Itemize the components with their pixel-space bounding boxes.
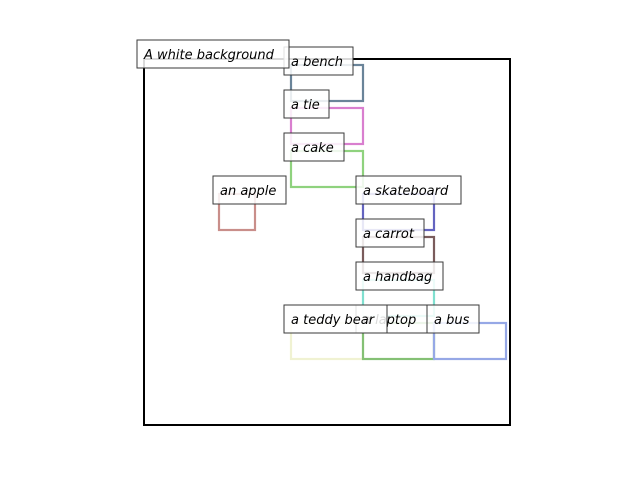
label-text-teddy-bear: a teddy bear bbox=[291, 313, 376, 328]
label-text-cake: a cake bbox=[291, 141, 334, 156]
caption-label: A white background bbox=[136, 39, 290, 69]
label-text-bench: a bench bbox=[291, 55, 343, 70]
label-text-tie: a tie bbox=[291, 98, 320, 113]
label-carrot: a carrot bbox=[355, 218, 425, 248]
label-tie: a tie bbox=[283, 89, 330, 119]
label-bench: a bench bbox=[283, 46, 354, 76]
label-apple: an apple bbox=[212, 175, 287, 205]
object-labels: a bench a tie a cake an apple a skateboard a … bbox=[212, 46, 480, 334]
label-text-bus: a bus bbox=[434, 313, 470, 328]
label-text-carrot: a carrot bbox=[363, 227, 415, 242]
caption-text: A white background bbox=[143, 48, 275, 63]
label-text-handbag: a handbag bbox=[363, 270, 432, 285]
label-teddy-bear: a teddy bear bbox=[283, 304, 388, 334]
label-text-apple: an apple bbox=[220, 184, 276, 199]
label-handbag: a handbag bbox=[355, 261, 444, 291]
label-skateboard: a skateboard bbox=[355, 175, 462, 205]
label-cake: a cake bbox=[283, 132, 345, 162]
label-bus: a bus bbox=[426, 304, 480, 334]
label-text-skateboard: a skateboard bbox=[363, 184, 449, 199]
